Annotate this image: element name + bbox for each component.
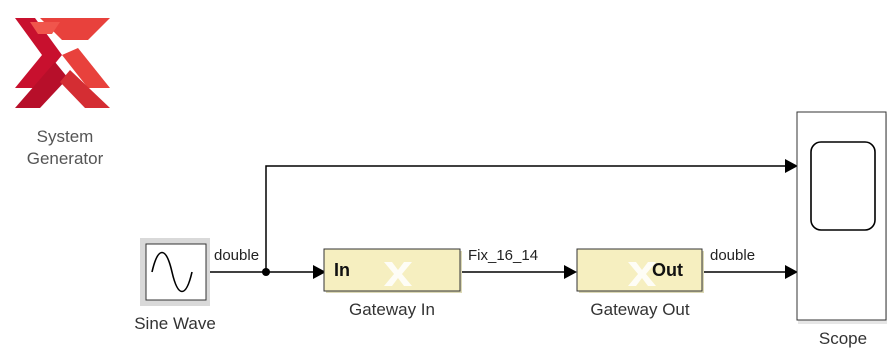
gateway-out-port-text: Out (652, 260, 683, 280)
wire-branch-to-scope (265, 159, 798, 272)
wire-gateway-in-to-gateway-out (462, 265, 577, 279)
wire-gateway-out-to-scope (704, 265, 798, 279)
sine-wave-icon (151, 251, 193, 293)
sine-wave-caption: Sine Wave (134, 314, 216, 333)
signal-label-sine-out: double (214, 247, 260, 264)
system-generator-logo[interactable] (15, 18, 110, 108)
gateway-in-caption: Gateway In (349, 300, 435, 319)
logo-caption: System Generator (10, 126, 120, 170)
gateway-out-block[interactable] (576, 248, 704, 293)
logo-caption-line1: System (36, 127, 94, 146)
branch-point (262, 268, 270, 276)
scope-screen-icon (810, 141, 876, 231)
signal-label-gateway-in-out: Fix_16_14 (468, 247, 539, 264)
xilinx-watermark-icon (384, 262, 412, 286)
logo-caption-line2: Generator (26, 149, 104, 168)
wire-sine-to-gateway-in (208, 265, 326, 279)
signal-label-gateway-out-out: double (710, 247, 756, 264)
scope-block[interactable] (796, 111, 887, 324)
xilinx-watermark-icon (628, 262, 656, 286)
sine-wave-block[interactable] (140, 238, 210, 306)
scope-caption: Scope (818, 329, 868, 348)
gateway-in-block[interactable] (323, 248, 462, 293)
gateway-in-port-text: In (334, 260, 350, 280)
gateway-out-caption: Gateway Out (590, 300, 690, 319)
